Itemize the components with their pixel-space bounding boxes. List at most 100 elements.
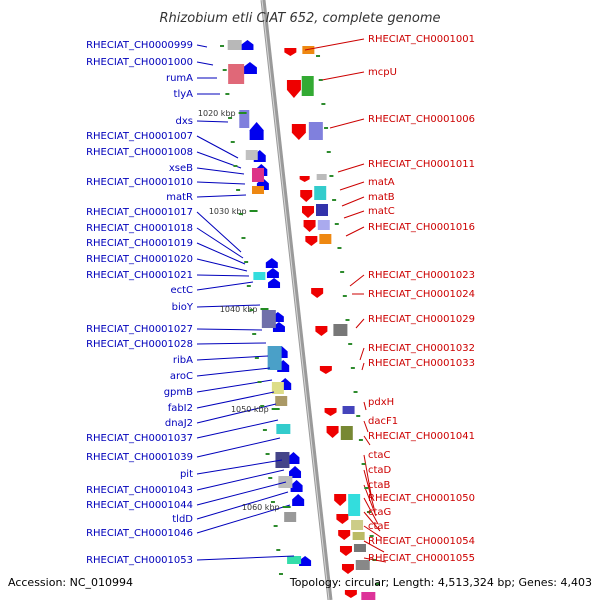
minor-tick xyxy=(262,429,267,431)
gene-arrow-forward xyxy=(265,258,278,268)
leader-left xyxy=(196,227,244,259)
leader-left xyxy=(196,437,281,458)
minor-tick xyxy=(358,439,363,441)
accession-text: Accession: NC_010994 xyxy=(8,576,133,589)
gene-arrow-reverse xyxy=(303,220,316,232)
gene-arrow-reverse xyxy=(305,236,318,246)
gene-label-left: RHECIAT_CH0001037 xyxy=(86,433,193,444)
leader-right xyxy=(341,196,365,207)
gene-label-left: ectC xyxy=(170,285,193,296)
gene-block xyxy=(284,512,297,522)
gene-label-left: RHECIAT_CH0001008 xyxy=(86,147,193,158)
scale-label: 1060 kbp xyxy=(242,503,280,512)
minor-tick xyxy=(244,261,249,263)
minor-tick xyxy=(270,501,275,503)
gene-arrow-reverse xyxy=(339,546,352,556)
gene-features xyxy=(227,40,376,600)
gene-arrow-reverse xyxy=(344,590,357,598)
gene-label-right: RHECIAT_CH0001050 xyxy=(368,493,475,504)
minor-tick xyxy=(252,333,257,335)
minor-tick xyxy=(228,117,233,119)
minor-tick xyxy=(318,79,323,81)
gene-label-left: RHECIAT_CH0001000 xyxy=(86,57,193,68)
leader-left xyxy=(196,44,208,48)
minor-tick xyxy=(238,213,243,215)
gene-arrow-forward xyxy=(287,452,300,464)
leader-right xyxy=(363,420,369,433)
gene-label-left: RHECIAT_CH0001046 xyxy=(86,528,193,539)
leader-right xyxy=(345,226,365,237)
gene-arrow-reverse xyxy=(341,564,354,574)
minor-tick xyxy=(260,405,265,407)
minor-tick xyxy=(249,309,254,311)
gene-label-right: RHECIAT_CH0001055 xyxy=(368,553,475,564)
gene-block xyxy=(316,204,329,216)
gene-label-left: tlyA xyxy=(174,89,194,100)
gene-label-left: gpmB xyxy=(164,387,193,398)
gene-label-left: rumA xyxy=(166,73,193,84)
leader-right xyxy=(304,38,365,51)
gene-block xyxy=(245,150,258,160)
gene-arrow-reverse xyxy=(336,514,349,524)
minor-tick xyxy=(329,175,334,177)
minor-tick xyxy=(326,151,331,153)
minor-tick xyxy=(364,487,369,489)
gene-block xyxy=(239,110,250,128)
backbone-highlight xyxy=(261,0,330,600)
gene-label-right: ctaE xyxy=(368,521,390,532)
leader-left xyxy=(196,355,269,361)
leader-left xyxy=(196,391,275,409)
topology-text: Topology: circular; Length: 4,513,324 bp… xyxy=(289,576,592,589)
gene-block xyxy=(261,310,276,328)
leader-left xyxy=(196,181,246,185)
gene-label-right: RHECIAT_CH0001006 xyxy=(368,114,475,125)
gene-label-left: matR xyxy=(166,192,193,203)
minor-tick xyxy=(353,391,358,393)
gene-label-left: bioY xyxy=(172,302,194,313)
minor-tick xyxy=(361,463,366,465)
gene-block xyxy=(228,64,245,84)
leader-left xyxy=(196,135,239,159)
gene-block xyxy=(340,426,353,440)
minor-tick xyxy=(276,549,281,551)
gene-arrow-reverse xyxy=(291,124,306,140)
leader-left xyxy=(196,403,277,424)
gene-label-left: RHECIAT_CH0001021 xyxy=(86,270,193,281)
gene-label-left: fabI2 xyxy=(168,403,193,414)
minor-tick xyxy=(225,93,230,95)
gene-label-right: RHECIAT_CH0001016 xyxy=(368,222,475,233)
gene-arrow-reverse xyxy=(338,530,351,540)
minor-tick xyxy=(265,453,270,455)
leader-right xyxy=(359,347,365,361)
gene-block xyxy=(317,220,330,230)
gene-block xyxy=(353,544,366,552)
gene-block xyxy=(251,186,264,194)
gene-label-right: RHECIAT_CH0001033 xyxy=(368,358,475,369)
minor-tick xyxy=(334,223,339,225)
gene-label-left: RHECIAT_CH0001007 xyxy=(86,131,193,142)
gene-block xyxy=(253,272,266,280)
leader-left xyxy=(196,304,261,308)
leader-left xyxy=(196,194,247,198)
gene-label-left: RHECIAT_CH0001019 xyxy=(86,238,193,249)
leader-right xyxy=(337,163,365,173)
minor-tick xyxy=(233,165,238,167)
minor-tick xyxy=(268,477,273,479)
gene-label-right: RHECIAT_CH0001011 xyxy=(368,159,475,170)
leader-right xyxy=(339,181,365,191)
gene-label-left: RHECIAT_CH0001018 xyxy=(86,223,193,234)
leader-right xyxy=(361,362,365,371)
minor-tick xyxy=(278,573,283,575)
backbone-line xyxy=(260,0,333,600)
gene-arrow-reverse xyxy=(334,494,347,506)
minor-tick xyxy=(342,295,347,297)
gene-arrow-reverse xyxy=(302,206,315,218)
gene-label-right: ctaC xyxy=(368,450,391,461)
gene-arrow-reverse xyxy=(300,190,313,202)
gene-block xyxy=(333,324,348,336)
minor-tick xyxy=(332,199,337,201)
minor-tick xyxy=(366,511,371,513)
gene-block xyxy=(355,560,370,570)
minor-tick xyxy=(372,559,377,561)
